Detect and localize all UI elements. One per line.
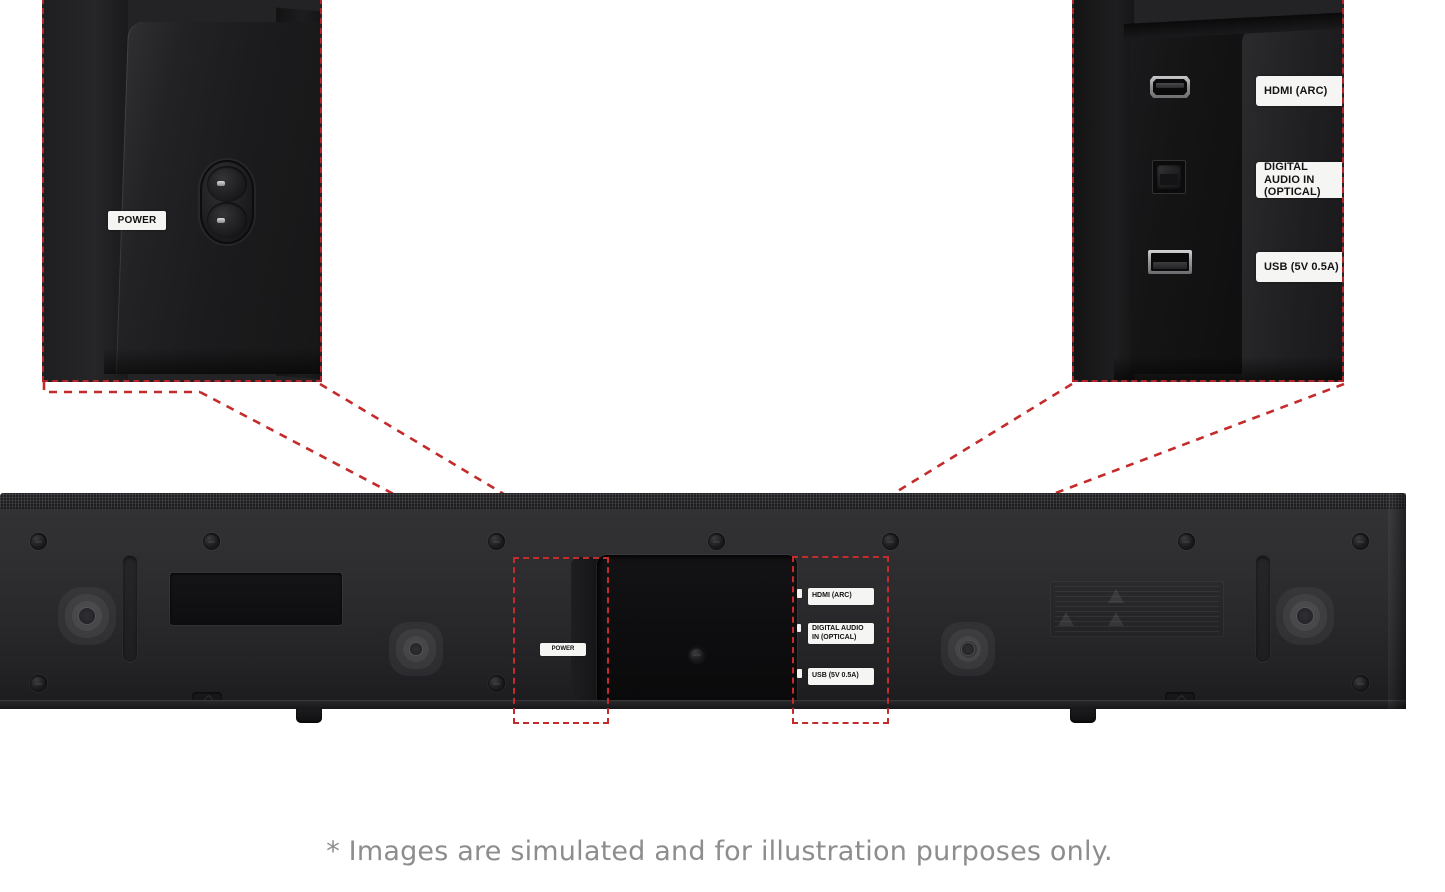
- source-region-ports: [792, 556, 889, 724]
- hdmi-port-icon: [1150, 76, 1190, 98]
- hdmi-port-label: HDMI (ARC): [1256, 76, 1342, 106]
- screw-hole: [1352, 533, 1369, 550]
- screw-hole: [1352, 675, 1369, 692]
- mount-boss-circle: [79, 608, 95, 624]
- rubber-foot: [296, 709, 322, 723]
- screw-hole: [708, 533, 725, 550]
- rubber-foot: [1070, 709, 1096, 723]
- mount-boss-circle: [1297, 608, 1313, 624]
- optical-port-label: DIGITAL AUDIO IN (OPTICAL): [1256, 161, 1342, 198]
- optical-port-slot: [797, 624, 801, 632]
- power-connector-callout: POWER: [42, 0, 322, 382]
- warning-triangle-icon: [1058, 612, 1074, 626]
- usb-port-icon: [1148, 250, 1192, 274]
- recessed-panel: [170, 573, 342, 625]
- endcap-shadow: [104, 348, 320, 374]
- endcap-left-wall: [44, 0, 128, 380]
- soundbar-bottom-edge: [0, 700, 1406, 709]
- screw-hole: [30, 533, 47, 550]
- soundbar-right-endcap: [1388, 493, 1406, 709]
- soundbar-optical-label: DIGITAL AUDIO IN (OPTICAL): [808, 623, 874, 644]
- screw-hole: [488, 533, 505, 550]
- usb-port-slot: [797, 669, 802, 678]
- soundbar-rear-panel: [0, 493, 1406, 723]
- power-inlet-icon: [200, 160, 254, 244]
- wall-mount-slot: [122, 555, 138, 663]
- warning-triangle-icon: [1108, 612, 1124, 626]
- soundbar-grille-strip: [0, 493, 1406, 510]
- hdmi-port-slot: [797, 589, 802, 598]
- screw-hole: [30, 675, 47, 692]
- mount-boss-circle: [962, 643, 974, 655]
- screw-hole: [882, 533, 899, 550]
- screw-hole: [1178, 533, 1195, 550]
- soundbar-hdmi-label: HDMI (ARC): [808, 588, 874, 605]
- usb-port-label: USB (5V 0.5A): [1256, 252, 1342, 282]
- power-inlet-step: [571, 557, 601, 703]
- leader-left-elbow: [42, 382, 200, 394]
- wall-mount-slot: [1255, 555, 1271, 663]
- portbay-left-wall: [1074, 0, 1134, 380]
- screw-hole: [203, 533, 220, 550]
- power-label-badge: POWER: [108, 211, 166, 230]
- warning-triangle-icon: [1108, 589, 1124, 603]
- mount-boss-circle: [410, 643, 422, 655]
- cavity-screw-hole: [689, 647, 705, 663]
- soundbar-power-label: POWER: [540, 643, 586, 656]
- screw-hole: [488, 675, 505, 692]
- optical-port-icon: [1152, 160, 1186, 194]
- regulatory-label-plate: [1050, 581, 1224, 637]
- portbay-shadow: [1114, 356, 1342, 380]
- disclaimer-caption: * Images are simulated and for illustrat…: [326, 836, 1113, 867]
- soundbar-usb-label: USB (5V 0.5A): [808, 668, 874, 685]
- source-region-power: [513, 557, 609, 724]
- port-cavity: [597, 555, 797, 703]
- io-ports-callout: HDMI (ARC) DIGITAL AUDIO IN (OPTICAL) US…: [1072, 0, 1344, 382]
